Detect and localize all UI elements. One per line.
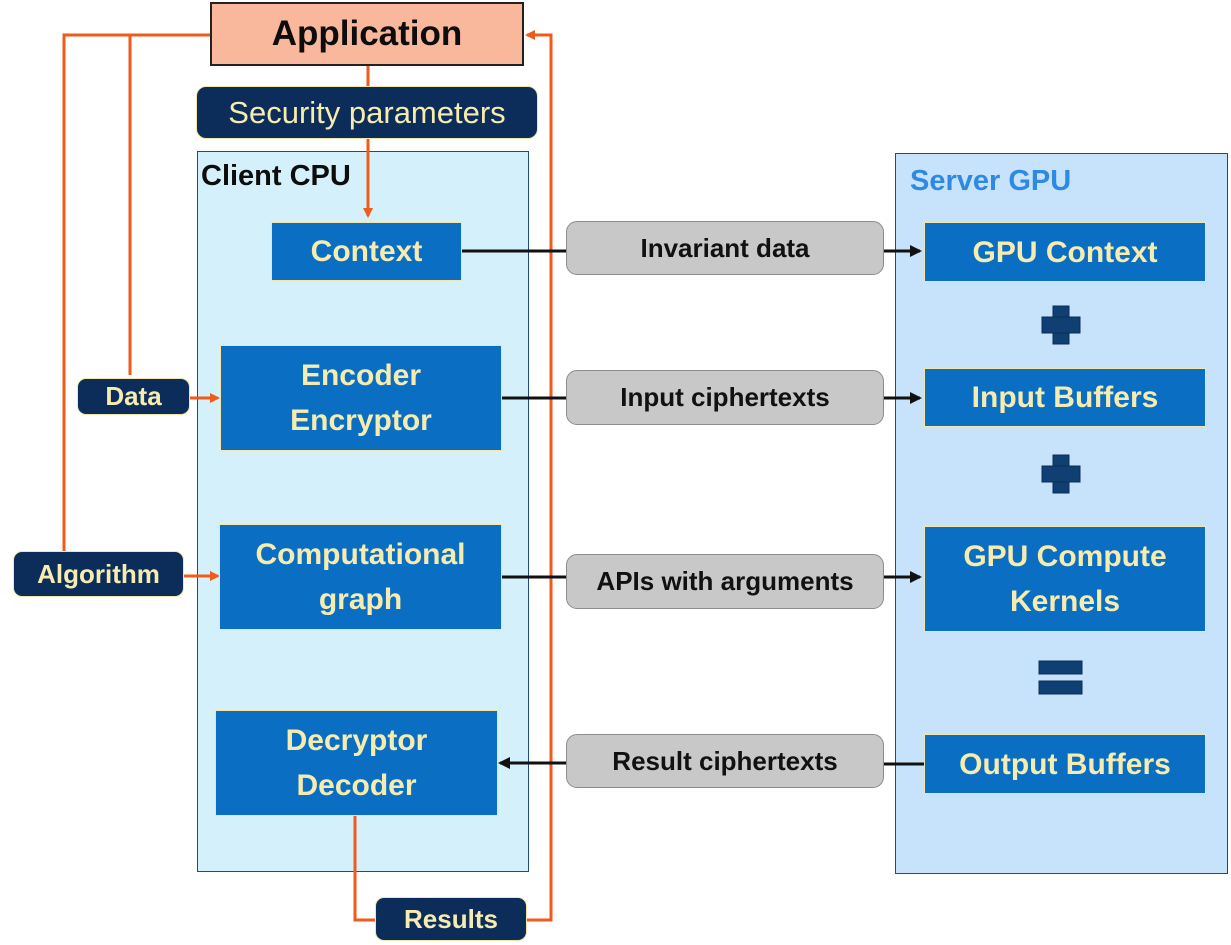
decryptor-decoder-box: Decryptor Decoder xyxy=(215,710,498,816)
algorithm-input-label: Algorithm xyxy=(13,551,184,597)
security-parameters-label: Security parameters xyxy=(196,86,538,139)
context-box: Context xyxy=(271,222,462,281)
client-cpu-title: Client CPU xyxy=(201,160,351,192)
gpu-context-box: GPU Context xyxy=(924,222,1206,282)
data-input-label: Data xyxy=(77,378,190,415)
equals-icon-top xyxy=(1038,660,1083,675)
equals-icon-bottom xyxy=(1038,680,1083,695)
plus-icon-2-horizontal xyxy=(1041,465,1081,483)
algorithm-flow-line xyxy=(62,33,210,552)
output-buffers-box: Output Buffers xyxy=(924,734,1206,794)
input-ciphertexts-label: Input ciphertexts xyxy=(566,370,884,425)
apis-with-arguments-label: APIs with arguments xyxy=(566,554,884,609)
results-to-app-arrow xyxy=(525,30,553,922)
computational-graph-box: Computational graph xyxy=(219,524,502,630)
result-ciphertexts-label: Result ciphertexts xyxy=(566,734,884,788)
input-buffers-box: Input Buffers xyxy=(924,368,1206,427)
gpu-compute-kernels-box: GPU Compute Kernels xyxy=(924,526,1206,632)
application-box: Application xyxy=(210,2,524,66)
server-gpu-title: Server GPU xyxy=(910,165,1072,197)
encoder-encryptor-box: Encoder Encryptor xyxy=(220,345,502,451)
decoder-to-results-line xyxy=(353,816,377,922)
plus-icon-1-horizontal xyxy=(1041,316,1081,334)
results-output-label: Results xyxy=(375,897,527,941)
invariant-data-label: Invariant data xyxy=(566,221,884,275)
